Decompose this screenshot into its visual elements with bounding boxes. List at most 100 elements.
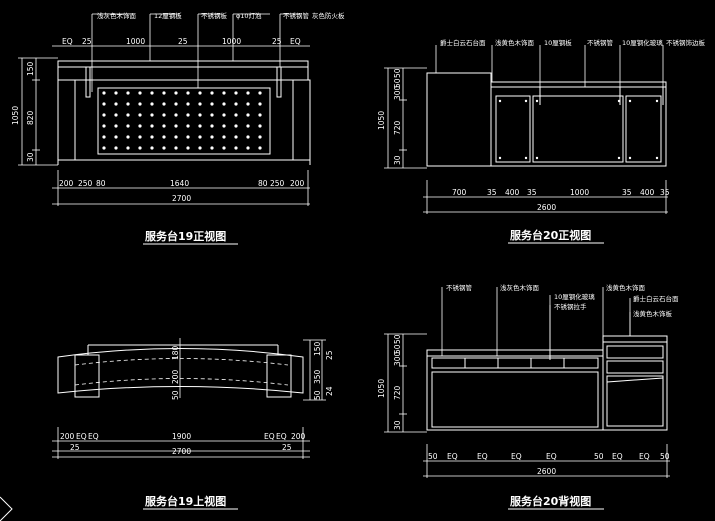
bulb-dot xyxy=(174,113,178,117)
front20-callouts: 爵士白云石台面 浅黄色木饰面 10厘钢板 不锈钢管 10厘钢化玻璃 不锈钢饰边板 xyxy=(435,38,706,96)
dim: 50 xyxy=(428,452,438,461)
bulb-dot xyxy=(150,102,154,106)
dim: EQ xyxy=(477,452,488,461)
callout-1: 不锈钢管 xyxy=(446,283,473,292)
bulb-dot xyxy=(222,135,226,139)
top19-center-dims: 180 200 50 xyxy=(171,345,180,400)
bulb-dot xyxy=(150,91,154,95)
bulb-dot xyxy=(246,102,250,106)
bulb-dot xyxy=(102,146,106,150)
bulb-dot xyxy=(138,124,142,128)
dim: 35 xyxy=(660,188,670,197)
bulb-dot xyxy=(198,102,202,106)
bulb-dot xyxy=(150,146,154,150)
callout-4: 不锈钢拉手 xyxy=(554,302,587,311)
dim: EQ xyxy=(612,452,623,461)
bulb-dot xyxy=(138,91,142,95)
bulb-dot xyxy=(234,113,238,117)
bulb-dot xyxy=(186,124,190,128)
dim: 200 xyxy=(291,432,306,441)
dim: 30 xyxy=(393,420,402,430)
dim: 50 xyxy=(393,78,402,88)
bulb-dot xyxy=(222,102,226,106)
bulb-dot xyxy=(162,91,166,95)
dim: 200 xyxy=(60,432,75,441)
dim: 1000 xyxy=(126,37,145,46)
dim: 50 xyxy=(594,452,604,461)
dim: 150 xyxy=(26,61,35,76)
bulb-dot xyxy=(126,135,130,139)
bulb-dot xyxy=(246,124,250,128)
bulb-dot xyxy=(174,102,178,106)
bulb-dot xyxy=(222,91,226,95)
dim: 1000 xyxy=(222,37,241,46)
dim: 1000 xyxy=(570,188,589,197)
dim: 35 xyxy=(527,188,537,197)
bulb-dot xyxy=(186,102,190,106)
dim: 1640 xyxy=(170,179,189,188)
callout-5: 浅黄色木饰面 xyxy=(606,283,646,292)
bulb-dot xyxy=(138,113,142,117)
bulb-dot xyxy=(126,113,130,117)
bulb-dot xyxy=(150,113,154,117)
bulb-dot xyxy=(114,113,118,117)
dim: 25 xyxy=(82,37,92,46)
bulb-dot xyxy=(102,135,106,139)
dim: 50 xyxy=(393,68,402,78)
dim: EQ xyxy=(546,452,557,461)
bulb-dot xyxy=(258,102,262,106)
bulb-dot xyxy=(114,102,118,106)
bulb-dot xyxy=(114,146,118,150)
bulb-dot xyxy=(126,124,130,128)
dim: 24 xyxy=(325,386,334,396)
dim: 35 xyxy=(487,188,497,197)
bulb-dot xyxy=(138,102,142,106)
dim: EQ xyxy=(276,432,287,441)
callout-4: 不锈钢管 xyxy=(587,38,614,47)
bulb-dot xyxy=(174,135,178,139)
bulb-dot xyxy=(234,146,238,150)
dim: 25 xyxy=(272,37,282,46)
callout-6: 爵士白云石台面 xyxy=(633,294,679,303)
bulb-dot xyxy=(114,135,118,139)
dim: EQ xyxy=(511,452,522,461)
bulb-dot xyxy=(210,146,214,150)
bulb-dot xyxy=(186,113,190,117)
corner-marker xyxy=(0,496,13,521)
dim: 30 xyxy=(393,155,402,165)
bulb-dot xyxy=(246,135,250,139)
dim: 700 xyxy=(452,188,467,197)
dim: 200 xyxy=(171,369,180,384)
bulb-dot xyxy=(126,91,130,95)
bulb-dot xyxy=(198,146,202,150)
bulb-dot xyxy=(210,113,214,117)
dim: 80 xyxy=(258,179,268,188)
bulb-dot xyxy=(222,113,226,117)
bulb-dot xyxy=(198,113,202,117)
dim: 1900 xyxy=(172,432,191,441)
dim: EQ xyxy=(264,432,275,441)
dim: 30 xyxy=(26,152,35,162)
bulb-dot xyxy=(246,91,250,95)
callout-4: φ10灯泡 xyxy=(236,11,262,20)
front19-top-dims: EQ 25 1000 25 1000 25 EQ xyxy=(62,37,301,46)
callout-2: 浅灰色木饰面 xyxy=(500,283,540,292)
callout-2: 浅黄色木饰面 xyxy=(495,38,535,47)
callout-1: 爵士白云石台面 xyxy=(440,38,486,47)
back20-view: 不锈钢管 浅灰色木饰面 10厘钢化玻璃 不锈钢拉手 浅黄色木饰面 爵士白云石台面… xyxy=(377,283,679,510)
callout-6: 灰色防火板 xyxy=(312,11,345,20)
bulb-dot xyxy=(150,124,154,128)
dim: 150 xyxy=(313,341,322,356)
bulb-dot xyxy=(126,146,130,150)
callout-7: 浅黄色木饰板 xyxy=(633,309,673,318)
dim: 200 xyxy=(59,179,74,188)
bulb-dot xyxy=(198,91,202,95)
dim: 50 xyxy=(393,344,402,354)
dim-overall: 2700 xyxy=(172,447,191,456)
bulb-dot xyxy=(258,146,262,150)
bulb-dot xyxy=(198,124,202,128)
dim: 200 xyxy=(290,179,305,188)
callout-3: 10厘钢板 xyxy=(544,38,572,47)
bulb-dot xyxy=(102,124,106,128)
bulb-dot xyxy=(234,102,238,106)
